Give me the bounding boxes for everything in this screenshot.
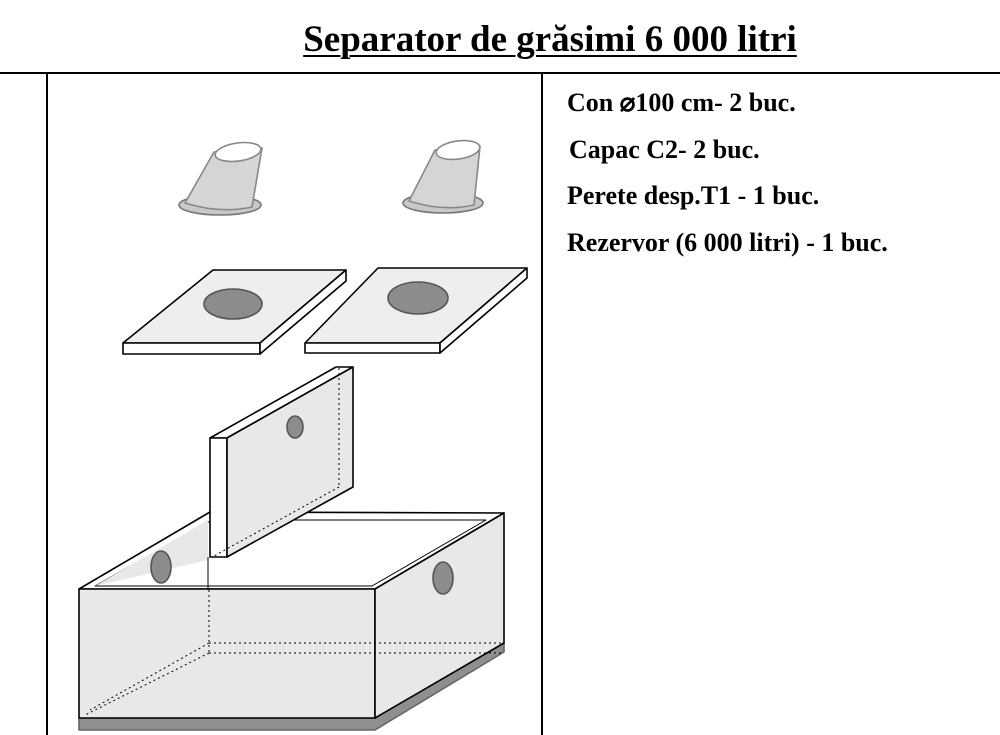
component-lid: Capac C2- 2 buc. (569, 134, 760, 164)
component-cone: Con ⌀100 cm- 2 buc. (567, 88, 796, 117)
component-partition-wall: Perete desp.T1 - 1 buc. (567, 181, 820, 210)
lid-2 (304, 267, 528, 354)
header-divider (0, 72, 1000, 74)
lid-1 (122, 269, 347, 355)
cone-2 (402, 139, 484, 214)
column-divider (541, 73, 543, 735)
page-title: Separator de grăsimi 6 000 litri (303, 19, 797, 60)
cone-1 (178, 141, 263, 216)
partition-wall (207, 366, 354, 590)
component-tank: Rezervor (6 000 litri) - 1 buc. (567, 227, 888, 257)
component-list: Con ⌀100 cm- 2 buc. Capac C2- 2 buc. Per… (567, 84, 888, 270)
tank (78, 511, 505, 731)
exploded-diagram (78, 139, 528, 731)
left-border (46, 73, 48, 735)
